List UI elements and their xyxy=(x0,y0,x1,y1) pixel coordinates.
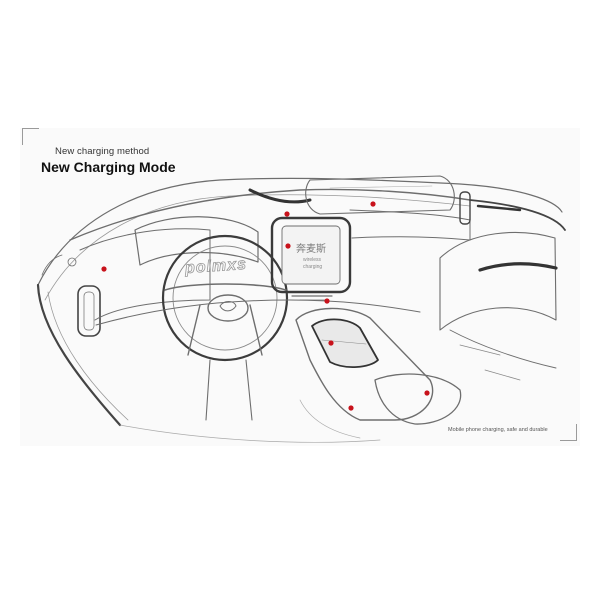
armrest xyxy=(374,373,462,425)
frame-corner-bottom-right xyxy=(560,424,577,441)
center-console xyxy=(295,307,434,421)
hotspot-marker xyxy=(370,201,376,207)
upper-dash-panel xyxy=(305,175,455,215)
header-title: New Charging Mode xyxy=(41,159,176,175)
door-panel xyxy=(469,199,566,231)
hotspot-marker xyxy=(101,266,107,272)
windshield-frame xyxy=(37,177,563,286)
center-screen-frame xyxy=(270,216,352,294)
frame-corner-top-left xyxy=(22,128,39,145)
a-pillar xyxy=(36,283,122,427)
instrument-cluster xyxy=(134,216,259,266)
right-vent xyxy=(459,191,471,225)
center-screen xyxy=(281,225,341,285)
hotspot-marker xyxy=(328,340,334,346)
steering-wheel xyxy=(161,234,289,362)
screen-line-1: wireless xyxy=(303,257,322,263)
steering-hub xyxy=(207,294,249,322)
screen-brand-text: 奔麦斯 xyxy=(296,244,326,255)
left-vent xyxy=(77,285,101,337)
footer-caption: Mobile phone charging, safe and durable xyxy=(448,427,548,433)
hotspot-marker xyxy=(424,390,430,396)
hotspot-marker xyxy=(324,298,330,304)
dashboard-top xyxy=(69,188,471,241)
hotspot-marker xyxy=(348,405,354,411)
screen-line-2: charging xyxy=(303,264,323,270)
sketch-backdrop xyxy=(20,128,580,446)
header-subtitle: New charging method xyxy=(55,146,150,157)
hotspot-marker xyxy=(285,243,291,249)
wireless-charging-tray xyxy=(311,318,379,368)
hotspot-marker xyxy=(284,211,290,217)
